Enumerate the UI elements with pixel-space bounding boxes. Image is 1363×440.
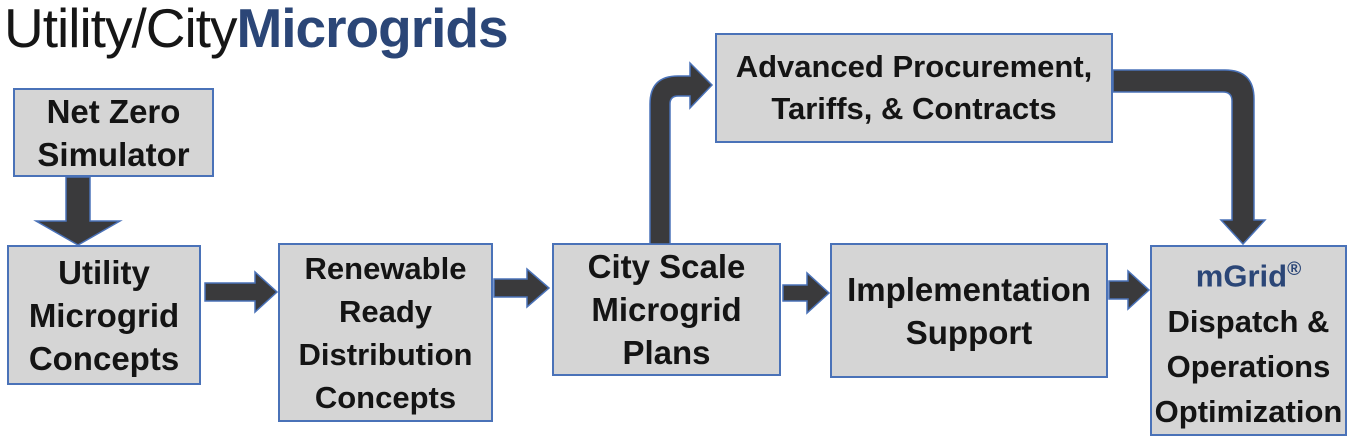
box-label: Utility Microgrid Concepts [28,253,180,377]
box-implementation-support: Implementation Support [830,243,1108,378]
box-utility-microgrid-concepts: Utility Microgrid Concepts [7,245,201,385]
arrow-cityscale-to-implementation [782,271,831,315]
box-mgrid-dispatch-operations-optimization: mGrid® Dispatch & Operations Optimizatio… [1150,245,1347,436]
registered-trademark-symbol: ® [1287,259,1302,281]
title-prefix: Utility/City [4,0,237,59]
box-label: Implementation Support [847,270,1091,351]
box-label: City Scale Microgrid Plans [587,248,746,371]
arrow-utility-to-renewable [204,270,279,314]
box-advanced-procurement-tariffs-contracts: Advanced Procurement, Tariffs, & Contrac… [715,33,1113,143]
box-city-scale-microgrid-plans: City Scale Microgrid Plans [552,243,781,376]
box-net-zero-simulator: Net Zero Simulator [13,88,214,177]
box-label: Renewable Ready Distribution Concepts [298,250,473,415]
arrow-advanced-to-mgrid-elbow [1112,69,1267,246]
arrow-renewable-to-cityscale [493,267,551,309]
mgrid-brand-label: mGrid® [1195,258,1302,294]
arrow-cityscale-to-advanced-elbow [649,61,714,245]
box-label: Dispatch & Operations Optimization [1154,303,1343,429]
page-title: Utility/CityMicrogrids [4,0,509,60]
arrow-netzero-to-utility [33,176,123,246]
title-accent: Microgrids [236,0,508,59]
box-renewable-ready-distribution-concepts: Renewable Ready Distribution Concepts [278,243,493,422]
arrow-implementation-to-mgrid [1108,269,1151,311]
box-label: Net Zero Simulator [37,92,190,173]
box-label: Advanced Procurement, Tariffs, & Contrac… [735,49,1093,126]
